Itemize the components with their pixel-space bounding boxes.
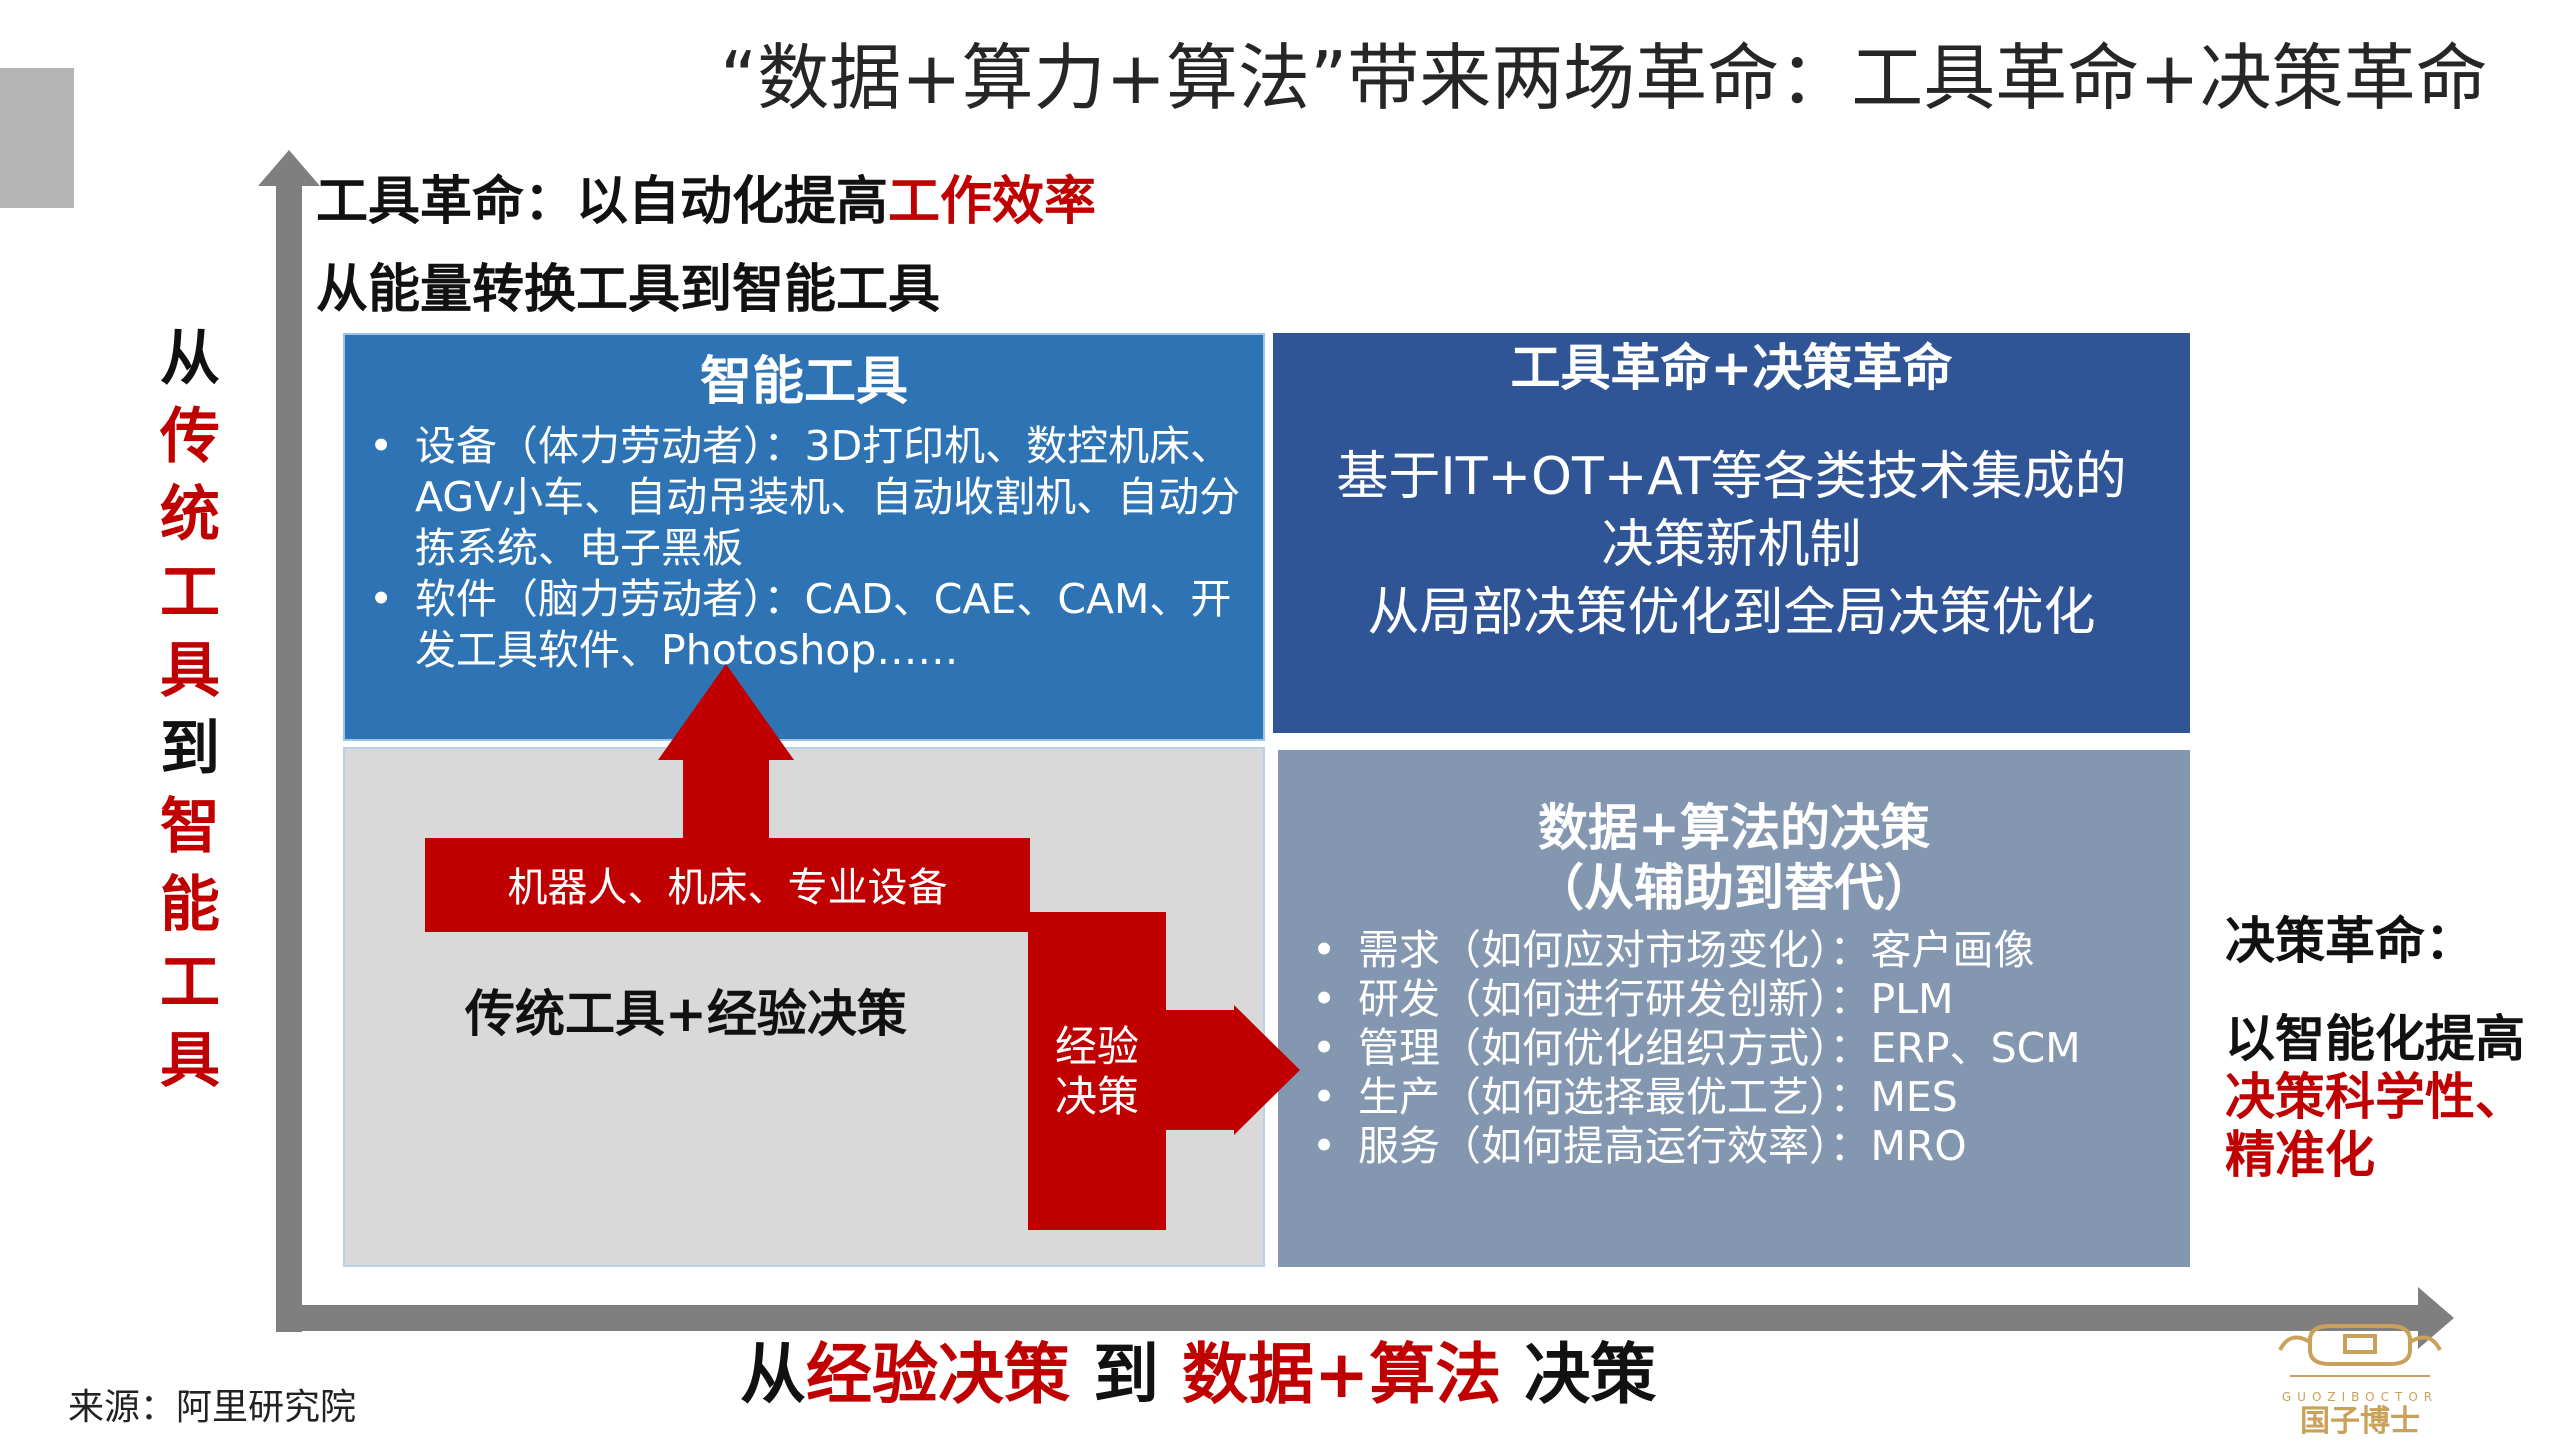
panel-data-decision: 数据+算法的决策 （从辅助到替代） 需求（如何应对市场变化）：客户画像研发（如何…	[1278, 750, 2190, 1267]
vertical-label-char: 传	[160, 402, 220, 472]
dual-revolution-line: 从局部决策优化到全局决策优化	[1367, 583, 2096, 643]
data-decision-subtitle: （从辅助到替代）	[1534, 859, 1934, 917]
vertical-label-char: 从	[160, 324, 220, 394]
arrow-label-experience: 经验 决策	[1030, 1022, 1164, 1122]
vertical-label-char: 统	[160, 480, 220, 550]
vertical-axis	[276, 175, 302, 1332]
arrow-label-equipment: 机器人、机床、专业设备	[507, 865, 948, 911]
dual-revolution-title: 工具革命+决策革命	[1510, 339, 1953, 397]
bottom-decision: 决策	[1501, 1336, 1657, 1413]
side-tab	[0, 68, 74, 208]
tool-revolution-label: 工具革命：以自动化提高工作效率	[316, 170, 1096, 234]
vertical-label-char: 智	[160, 792, 220, 862]
energy-to-smart-label: 从能量转换工具到智能工具	[316, 260, 941, 320]
vertical-label-char: 到	[160, 714, 220, 784]
bottom-to: 到	[1070, 1336, 1182, 1413]
list-item: 软件（脑力劳动者）：CAD、CAE、CAM、开发工具软件、Photoshop……	[345, 574, 1253, 676]
bottom-experience: 经验决策	[806, 1336, 1070, 1413]
list-item: 需求（如何应对市场变化）：客户画像	[1288, 926, 2190, 975]
dual-revolution-text: 基于IT+OT+AT等各类技术集成的决策新机制从局部决策优化到全局决策优化	[1273, 443, 2190, 647]
dual-revolution-line: 决策新机制	[1601, 515, 1862, 575]
bottom-data-algo: 数据+算法	[1181, 1336, 1502, 1413]
arrow-up	[658, 664, 794, 842]
decision-revolution-line3: 决策科学性、	[2225, 1068, 2525, 1126]
arrow-right	[1164, 1005, 1300, 1135]
vertical-label-char: 具	[160, 1026, 220, 1096]
logo: GUOZIBOCTOR 国子博士	[2250, 1320, 2470, 1439]
horizontal-axis-label: 从经验决策 到 数据+算法 决策	[740, 1335, 1656, 1415]
bottom-from: 从	[740, 1336, 806, 1413]
horizontal-axis	[276, 1305, 2426, 1331]
list-item: 服务（如何提高运行效率）：MRO	[1288, 1122, 2190, 1171]
page-title: “数据+算力+算法”带来两场革命：工具革命+决策革命	[720, 36, 2488, 120]
data-decision-list: 需求（如何应对市场变化）：客户画像研发（如何进行研发创新）：PLM管理（如何优化…	[1278, 926, 2190, 1171]
smart-tools-list: 设备（体力劳动者）：3D打印机、数控机床、AGV小车、自动吊装机、自动收割机、自…	[345, 421, 1263, 676]
decision-revolution-line4: 精准化	[2225, 1126, 2375, 1184]
dual-revolution-line: 基于IT+OT+AT等各类技术集成的	[1336, 447, 2127, 507]
vertical-axis-label: 从传统工具到智能工具	[140, 320, 240, 1100]
traditional-label: 传统工具+经验决策	[465, 985, 907, 1043]
list-item: 设备（体力劳动者）：3D打印机、数控机床、AGV小车、自动吊装机、自动收割机、自…	[345, 421, 1253, 574]
arrow-label-experience-line1: 经验	[1054, 1022, 1139, 1071]
vertical-label-char: 具	[160, 636, 220, 706]
panel-smart-tools: 智能工具 设备（体力劳动者）：3D打印机、数控机床、AGV小车、自动吊装机、自动…	[343, 333, 1265, 741]
logo-name: 国子博士	[2300, 1404, 2420, 1439]
data-decision-title: 数据+算法的决策	[1538, 799, 1930, 857]
vertical-axis-arrowhead	[258, 150, 320, 186]
smart-tools-title: 智能工具	[699, 352, 908, 412]
source-note: 来源：阿里研究院	[68, 1387, 357, 1428]
panel-dual-revolution: 工具革命+决策革命 基于IT+OT+AT等各类技术集成的决策新机制从局部决策优化…	[1273, 333, 2190, 733]
decision-revolution-label: 决策革命： 以智能化提高 决策科学性、 精准化	[2225, 912, 2525, 1184]
vertical-label-char: 能	[160, 870, 220, 940]
vertical-label-char: 工	[160, 558, 220, 628]
list-item: 研发（如何进行研发创新）：PLM	[1288, 975, 2190, 1024]
decision-revolution-line1: 决策革命：	[2225, 912, 2475, 970]
list-item: 生产（如何选择最优工艺）：MES	[1288, 1073, 2190, 1122]
arrow-vertical-bar	[1028, 912, 1166, 1230]
vertical-label-char: 工	[160, 948, 220, 1018]
tool-revolution-highlight: 工作效率	[888, 172, 1097, 232]
arrow-label-experience-line2: 决策	[1054, 1072, 1139, 1121]
list-item: 管理（如何优化组织方式）：ERP、SCM	[1288, 1024, 2190, 1073]
logo-top-text: GUOZIBOCTOR	[2281, 1390, 2439, 1404]
arrow-horizontal-bar	[425, 838, 1030, 932]
tool-revolution-prefix: 工具革命：以自动化提高	[316, 172, 889, 232]
logo-emblem-icon	[2278, 1324, 2442, 1377]
decision-revolution-line2: 以智能化提高	[2225, 1010, 2525, 1068]
